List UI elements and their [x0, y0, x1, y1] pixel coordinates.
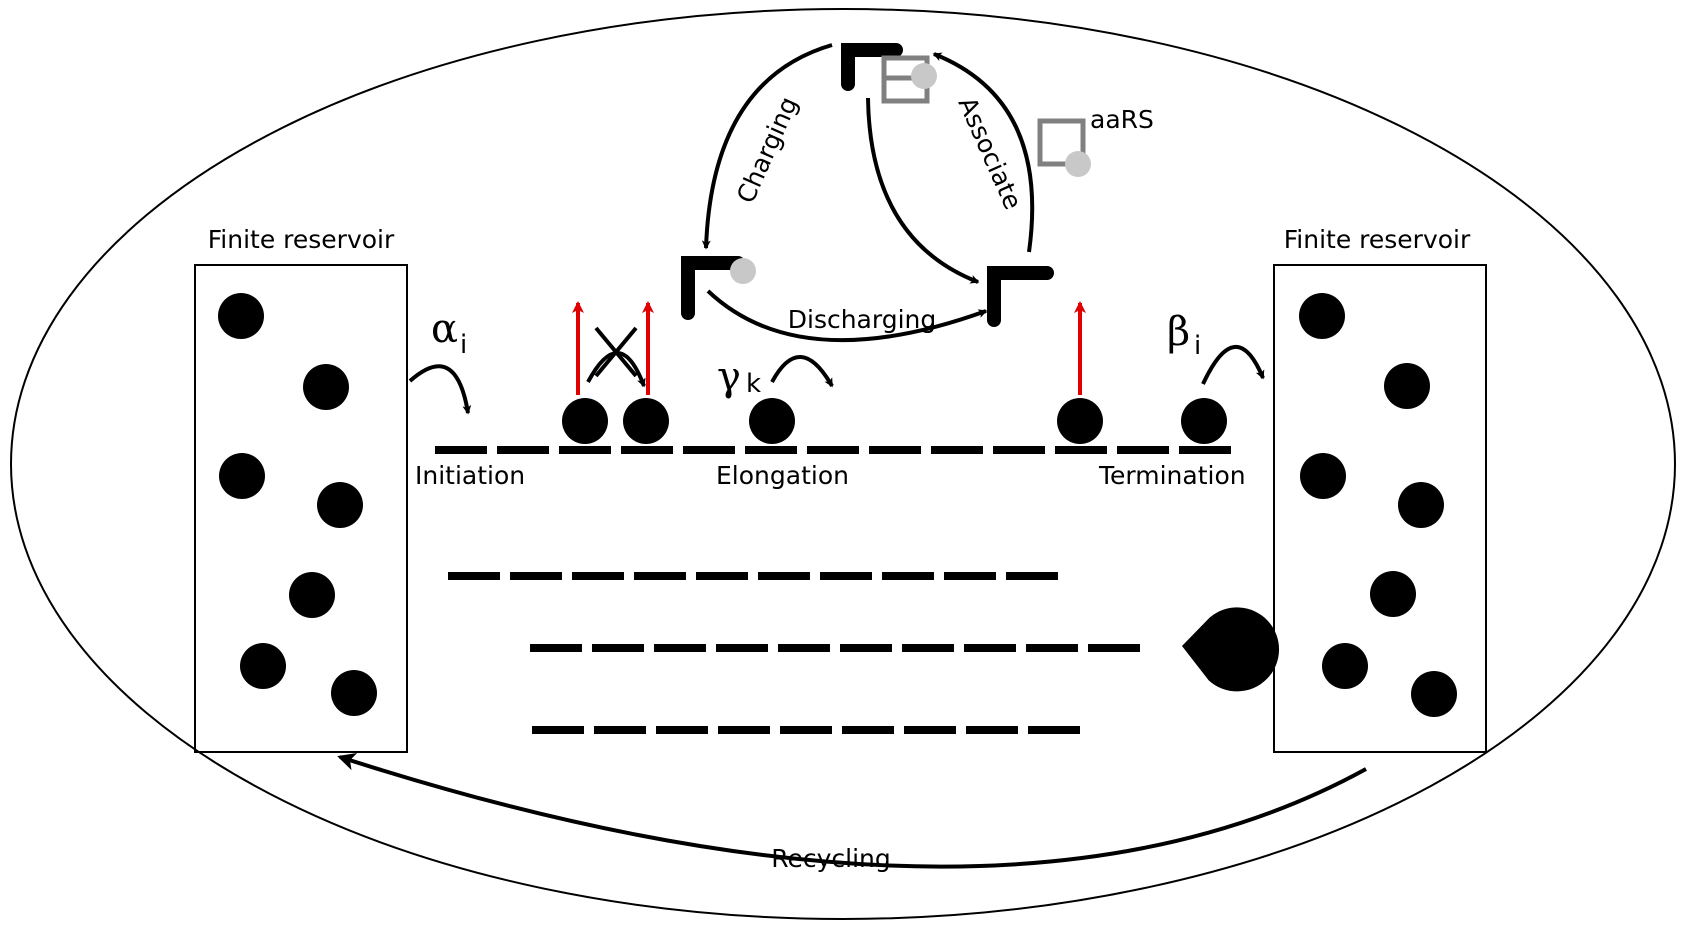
initiation-label: Initiation	[415, 461, 525, 490]
aars-enzyme-free	[1037, 118, 1086, 167]
cross-mark	[594, 326, 638, 378]
ribosome-free	[317, 482, 363, 528]
associate-arrow	[932, 52, 1035, 253]
ribosome-free	[1300, 453, 1346, 499]
charging-arrow	[701, 43, 833, 250]
ribosome-on-mrna	[623, 398, 669, 444]
ribosome-free	[1299, 293, 1345, 339]
ribosome-free	[240, 643, 286, 689]
reservoir-right: Finite reservoir	[1273, 225, 1487, 753]
initiation-arrow	[408, 364, 472, 415]
ribosome-on-mrna	[1181, 398, 1227, 444]
ribosome-free	[218, 293, 264, 339]
beta-rate-symbol: β	[1167, 309, 1190, 355]
discharging-arrow	[706, 289, 988, 343]
gamma-rate-symbol: γ	[717, 354, 741, 400]
alpha-rate-subscript: i	[460, 330, 467, 360]
ribosome-free	[303, 364, 349, 410]
ribosome-on-mrna	[562, 398, 608, 444]
gamma-rate-subscript: k	[746, 369, 761, 399]
elongation-label: Elongation	[716, 461, 849, 490]
reservoir-right-label: Finite reservoir	[1284, 225, 1471, 254]
ribosome-free	[1322, 643, 1368, 689]
alpha-rate-symbol: α	[431, 306, 458, 352]
ribosome-free	[1370, 571, 1416, 617]
trna-uncharged	[987, 266, 1054, 327]
reservoir-left: Finite reservoir	[194, 225, 408, 753]
ribosome-free	[1384, 363, 1430, 409]
trna-top	[841, 43, 903, 91]
amino-acid-charged	[730, 258, 756, 284]
ribosome-free	[219, 453, 265, 499]
aars-label: aaRS	[1090, 105, 1154, 134]
recycling-label: Recycling	[771, 844, 891, 873]
reservoir-right-box	[1273, 264, 1487, 753]
termination-arrow	[1201, 345, 1265, 385]
recycling-arrow	[337, 753, 1367, 869]
elongation-hop-arrow	[770, 355, 834, 388]
amino-acid-bound	[911, 63, 937, 89]
trna-cycle: aaRS Charging Associate Discharging	[681, 43, 1154, 343]
reservoir-left-box	[194, 264, 408, 753]
discharging-label: Discharging	[788, 305, 937, 334]
associate-label: Associate	[953, 93, 1028, 214]
inner-arc-arrow	[866, 97, 980, 284]
ribosome-free	[289, 572, 335, 618]
cell-boundary	[10, 8, 1676, 920]
ribosome-free	[331, 670, 377, 716]
ribosome-on-mrna	[1057, 398, 1103, 444]
trna-charged	[681, 256, 745, 320]
blocked-hop-arrow	[586, 351, 646, 388]
termination-label: Termination	[1098, 461, 1246, 490]
ribosome-free	[1398, 482, 1444, 528]
reservoir-left-label: Finite reservoir	[208, 225, 395, 254]
beta-rate-subscript: i	[1194, 331, 1201, 361]
ribosome-on-mrna	[749, 398, 795, 444]
ribosome-free	[1411, 671, 1457, 717]
amino-acid-free	[1065, 151, 1091, 177]
degradation-pacman	[1182, 607, 1280, 692]
